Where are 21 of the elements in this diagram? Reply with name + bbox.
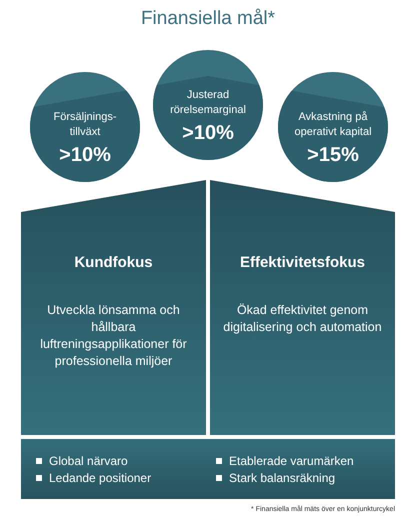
- pillar-heading: Effektivitetsfokus: [240, 254, 366, 271]
- goal-circle: [153, 50, 263, 160]
- pillar-description: Utveckla lönsamma och hållbara luftreningsapplikationer för professionella miljöer: [39, 302, 188, 370]
- goal-label: Avkastning på operativt kapital: [293, 110, 373, 139]
- list-item: Global närvaro: [49, 453, 128, 469]
- list-item: Stark balansräkning: [229, 470, 336, 486]
- list-item: Ledande positioner: [49, 470, 152, 486]
- pillar-description: Ökad effektivitet genom digitalisering och automation: [222, 302, 383, 336]
- goal-value: >10%: [59, 144, 111, 166]
- pillar-heading: Kundfokus: [74, 254, 153, 271]
- pillar-panel: [210, 180, 395, 435]
- goal-value: >15%: [307, 144, 359, 166]
- list-item: Etablerade varumärken: [229, 453, 354, 469]
- goal-circle: [30, 72, 140, 182]
- foundation-band: [21, 439, 395, 499]
- goal-value: >10%: [182, 122, 234, 144]
- goal-label: Försäljnings- tillväxt: [52, 110, 118, 139]
- goal-circle: [278, 72, 388, 182]
- title: Finansiella mål*: [140, 7, 276, 31]
- goal-label: Justerad rörelsemarginal: [169, 88, 247, 117]
- pillar-panel: [21, 180, 206, 435]
